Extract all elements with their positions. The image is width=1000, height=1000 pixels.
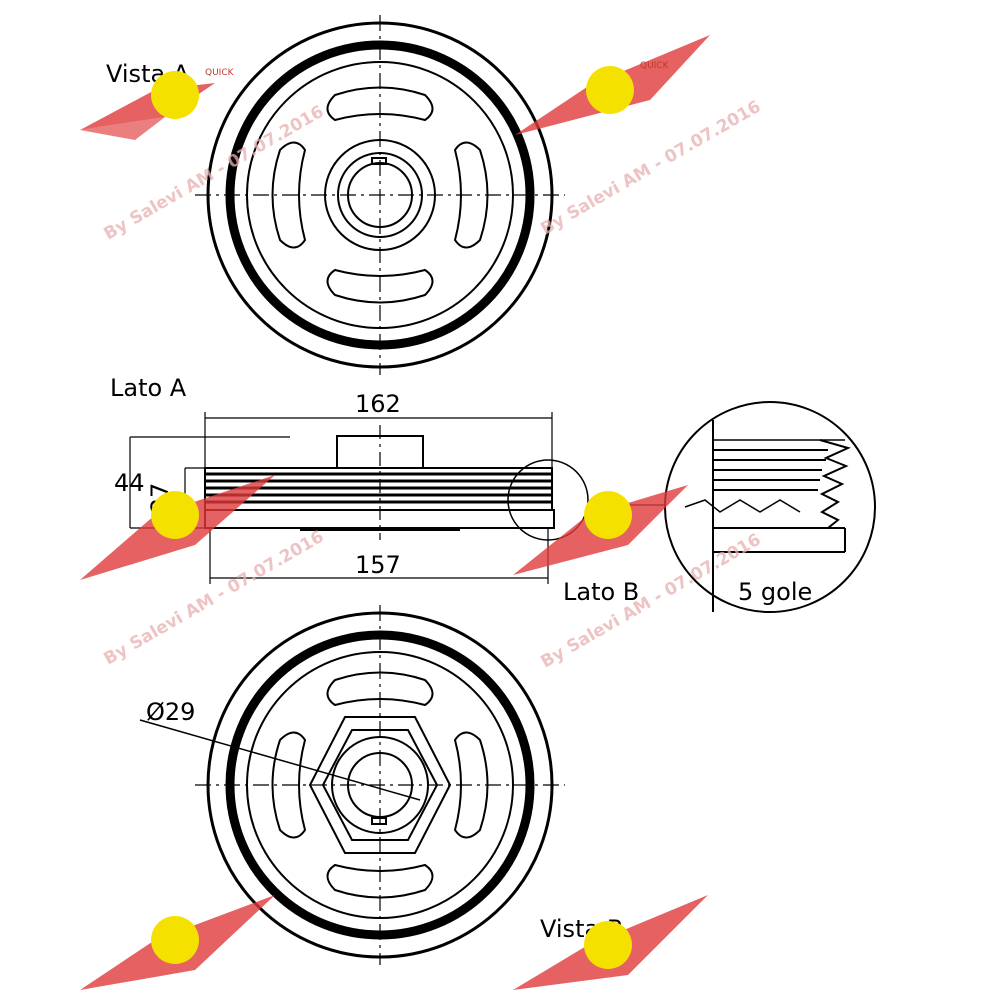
quick-service-logo <box>80 895 275 990</box>
gole-label: 5 gole <box>738 578 812 606</box>
quick-service-logo: QUICK <box>515 35 710 135</box>
lato-b-label: Lato B <box>563 578 639 606</box>
vista-a-view <box>195 15 565 375</box>
dimension-157: 157 <box>355 551 401 579</box>
vista-b-view <box>139 605 565 965</box>
quick-service-logo: QUICK <box>80 68 235 140</box>
svg-text:QUICK: QUICK <box>205 68 235 78</box>
quick-service-logo <box>513 895 708 990</box>
dimension-44: 44 <box>114 469 145 497</box>
dimension-162: 162 <box>355 390 401 418</box>
quick-service-logo <box>513 485 688 575</box>
dimension-bore-29: Ø29 <box>146 698 195 726</box>
lato-a-label: Lato A <box>110 374 187 402</box>
quick-service-logo <box>80 475 275 580</box>
svg-text:QUICK: QUICK <box>640 61 670 71</box>
